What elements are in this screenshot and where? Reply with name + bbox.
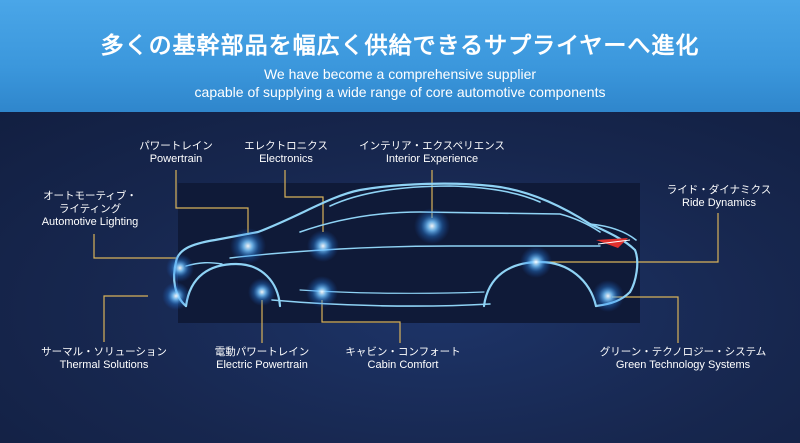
- subtitle-line-1: We have become a comprehensive supplier: [263, 66, 537, 82]
- label-ride-dynamics-en: Ride Dynamics: [682, 197, 756, 210]
- tail-light-highlight: [597, 239, 631, 245]
- label-green-en: Green Technology Systems: [615, 359, 751, 372]
- label-electronics: エレクトロニクス Electronics: [232, 140, 340, 167]
- leader-green: [612, 296, 679, 343]
- page-title: 多くの基幹部品を幅広く供給できるサプライヤーへ進化: [100, 33, 700, 59]
- glow-point-icon: [306, 276, 338, 308]
- label-thermal-ja: サーマル・ソリューション: [41, 346, 167, 358]
- label-lighting-en: Automotive Lighting: [41, 216, 139, 229]
- glow-points: [162, 208, 624, 312]
- leader-lighting: [93, 234, 176, 259]
- label-powertrain-en: Powertrain: [149, 153, 203, 166]
- label-green-technology: グリーン・テクノロジー・システム Green Technology System…: [588, 346, 778, 373]
- label-interior-en: Interior Experience: [385, 153, 479, 166]
- label-electric-powertrain-en: Electric Powertrain: [216, 359, 308, 372]
- glow-point-icon: [414, 208, 450, 244]
- label-lighting-ja2: ライティング: [58, 203, 122, 216]
- label-cabin-ja: キャビン・コンフォート: [345, 346, 461, 358]
- label-electric-powertrain-ja: 電動パワートレイン: [214, 346, 310, 358]
- leader-electronics: [284, 170, 324, 232]
- label-cabin-en: Cabin Comfort: [367, 359, 439, 372]
- tail-light-icon: [596, 238, 628, 248]
- header-banner: 多くの基幹部品を幅広く供給できるサプライヤーへ進化 We have become…: [0, 0, 800, 112]
- label-electronics-en: Electronics: [259, 153, 313, 166]
- glow-point-icon: [166, 254, 194, 282]
- label-ride-dynamics: ライド・ダイナミクス Ride Dynamics: [650, 184, 788, 211]
- leader-ride: [534, 213, 719, 263]
- label-lighting-ja1: オートモーティブ・: [43, 190, 137, 202]
- label-green-ja: グリーン・テクノロジー・システム: [599, 346, 767, 358]
- label-interior-ja: インテリア・エクスペリエンス: [359, 140, 505, 152]
- leader-thermal: [103, 295, 148, 342]
- label-thermal-en: Thermal Solutions: [59, 359, 149, 372]
- glow-point-icon: [230, 228, 266, 264]
- glow-point-icon: [248, 278, 276, 306]
- label-automotive-lighting: オートモーティブ・ ライティング Automotive Lighting: [30, 190, 150, 230]
- subtitle-line-2: capable of supplying a wide range of cor…: [194, 84, 606, 100]
- leader-cabin: [321, 300, 401, 343]
- label-cabin-comfort: キャビン・コンフォート Cabin Comfort: [336, 346, 470, 373]
- glow-point-icon: [162, 282, 190, 310]
- glow-point-icon: [592, 280, 624, 312]
- glow-point-icon: [307, 230, 339, 262]
- label-electronics-ja: エレクトロニクス: [244, 140, 328, 152]
- label-powertrain-ja: パワートレイン: [139, 140, 213, 152]
- label-ride-dynamics-ja: ライド・ダイナミクス: [666, 184, 772, 196]
- label-interior: インテリア・エクスペリエンス Interior Experience: [352, 140, 512, 167]
- leader-powertrain: [175, 170, 249, 235]
- glow-point-icon: [520, 246, 552, 278]
- label-powertrain: パワートレイン Powertrain: [122, 140, 230, 167]
- label-electric-powertrain: 電動パワートレイン Electric Powertrain: [200, 346, 324, 373]
- label-thermal-solutions: サーマル・ソリューション Thermal Solutions: [30, 346, 178, 373]
